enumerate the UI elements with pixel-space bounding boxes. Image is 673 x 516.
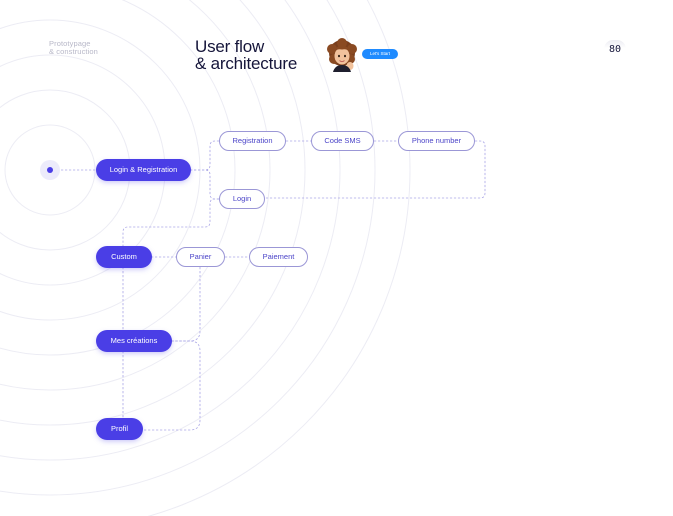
connector-login-registration-to-login bbox=[190, 169, 219, 200]
connector-login-registration-to-registration bbox=[190, 140, 219, 171]
connector-login-to-custom bbox=[122, 198, 219, 247]
section-subtitle: Prototypage & construction bbox=[49, 39, 98, 56]
node-panier[interactable]: Panier bbox=[176, 247, 225, 267]
node-login[interactable]: Login bbox=[219, 189, 265, 209]
node-code-sms[interactable]: Code SMS bbox=[311, 131, 374, 151]
connector-phone-number-to-login bbox=[265, 140, 486, 199]
node-profil[interactable]: Profil bbox=[97, 419, 142, 439]
page-title: User flow & architecture bbox=[195, 37, 298, 73]
node-login-registration[interactable]: Login & Registration bbox=[97, 160, 190, 180]
connector-mes-creations-to-profil bbox=[142, 340, 201, 431]
page-number: 80 bbox=[604, 40, 626, 58]
node-paiement[interactable]: Paiement bbox=[249, 247, 308, 267]
connector-panier-to-mes-creations bbox=[171, 267, 201, 342]
start-dot bbox=[47, 167, 53, 173]
node-phone-number[interactable]: Phone number bbox=[398, 131, 475, 151]
node-custom[interactable]: Custom bbox=[97, 247, 151, 267]
lets-start-button[interactable]: Let's Start bbox=[362, 49, 398, 59]
node-mes-creations[interactable]: Mes créations bbox=[97, 331, 171, 351]
memoji-avatar-icon bbox=[327, 38, 357, 72]
node-registration[interactable]: Registration bbox=[219, 131, 286, 151]
